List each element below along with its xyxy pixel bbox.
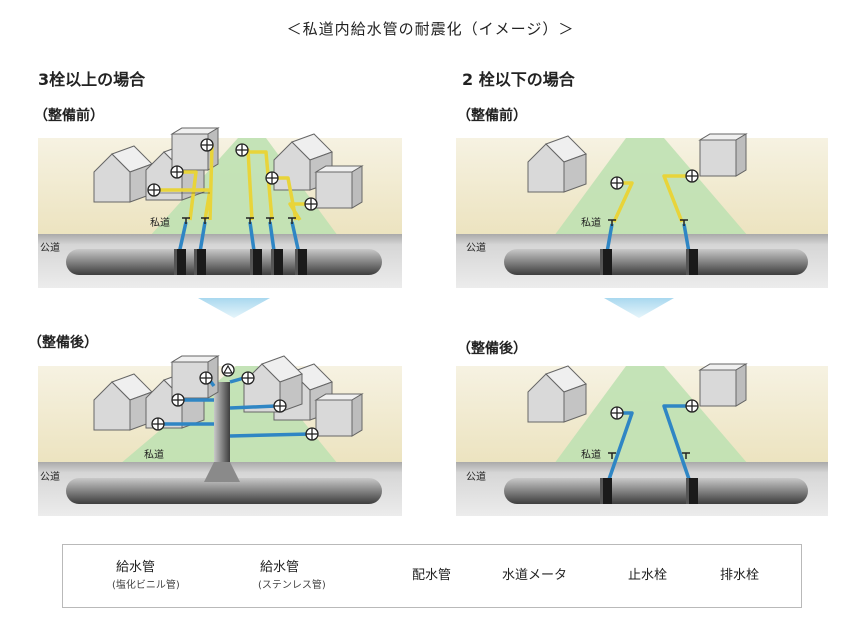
legend-stainless-title: 給水管 xyxy=(260,560,300,575)
right-before-label: （整備前） xyxy=(457,108,527,124)
meter-icon xyxy=(610,176,624,190)
right-after-label: （整備後） xyxy=(457,341,527,357)
down-arrow-icon xyxy=(198,298,270,318)
legend-drain-valve: 排水栓 xyxy=(720,568,760,583)
house-icon xyxy=(243,355,303,413)
meter-icon xyxy=(151,417,165,431)
meter-icon xyxy=(235,143,249,157)
page-title: ＜私道内給水管の耐震化（イメージ）＞ xyxy=(286,20,575,38)
left-before-label: （整備前） xyxy=(34,108,104,124)
meter-icon xyxy=(273,399,287,413)
left-after-label: （整備後） xyxy=(28,335,98,351)
legend-pvc-title: 給水管 xyxy=(116,560,156,575)
main-pipe xyxy=(66,249,382,275)
meter-icon xyxy=(305,427,319,441)
meter-icon xyxy=(685,399,699,413)
meter-icon xyxy=(265,171,279,185)
cube-building-icon xyxy=(315,165,363,209)
right-after-public-road: 公道 xyxy=(466,472,486,483)
cube-building-icon xyxy=(699,363,747,407)
left-heading: 3栓以上の場合 xyxy=(38,70,146,89)
left-after-panel xyxy=(38,355,402,516)
meter-icon xyxy=(685,169,699,183)
down-arrow-icon xyxy=(604,298,674,318)
cube-building-icon xyxy=(315,393,363,437)
meter-icon xyxy=(171,393,185,407)
right-before-panel xyxy=(456,133,828,288)
meter-icon xyxy=(241,371,255,385)
right-before-private-road: 私道 xyxy=(581,218,601,229)
meter-icon xyxy=(170,165,184,179)
meter-icon xyxy=(610,406,624,420)
meter-icon xyxy=(199,371,213,385)
cube-building-icon xyxy=(699,133,747,177)
left-before-public-road: 公道 xyxy=(40,243,60,254)
legend-stainless-sub: (ステンレス管) xyxy=(258,580,326,591)
legend-stop-valve: 止水栓 xyxy=(628,568,668,583)
left-after-public-road: 公道 xyxy=(40,472,60,483)
meter-icon xyxy=(147,183,161,197)
legend-box xyxy=(62,544,802,608)
right-heading: 2 栓以下の場合 xyxy=(462,70,575,89)
private-road-area xyxy=(150,138,338,236)
right-after-private-road: 私道 xyxy=(581,450,601,461)
right-after-panel xyxy=(456,363,828,516)
left-after-private-road: 私道 xyxy=(144,450,164,461)
legend-main-pipe: 配水管 xyxy=(412,568,452,583)
drain-valve-icon xyxy=(221,363,235,377)
legend-pvc-sub: (塩化ビニル管) xyxy=(112,580,180,591)
left-before-private-road: 私道 xyxy=(150,218,170,229)
right-before-public-road: 公道 xyxy=(466,243,486,254)
legend-meter: 水道メータ xyxy=(502,568,568,583)
left-before-panel xyxy=(38,127,402,288)
meter-icon xyxy=(200,138,214,152)
meter-icon xyxy=(304,197,318,211)
